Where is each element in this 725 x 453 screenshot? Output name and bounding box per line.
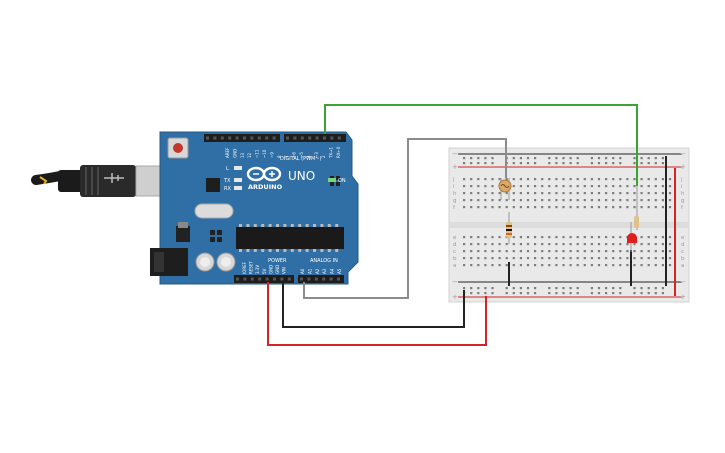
- rx-led: [234, 186, 242, 190]
- row-letter: g: [681, 198, 685, 204]
- tx-label: TX: [223, 178, 231, 184]
- rail-plus-bottom-left: +: [452, 293, 458, 301]
- wire-red[interactable]: [267, 282, 487, 346]
- digital-pin-label: RX←0: [336, 146, 341, 158]
- row-letter: a: [453, 263, 456, 269]
- l-label: L: [226, 166, 229, 172]
- row-letter: b: [681, 256, 685, 262]
- digital-pin-label: ~5: [299, 152, 304, 158]
- digital-pin-label: 2: [321, 155, 326, 158]
- analog-pin-label: A3: [322, 268, 327, 274]
- wire-gray[interactable]: [303, 138, 507, 299]
- row-letter: g: [453, 198, 457, 204]
- power-pin-label: 5V: [262, 268, 267, 274]
- row-letter: h: [453, 191, 457, 197]
- digital-pin-label: ~11: [255, 149, 260, 158]
- wire-black[interactable]: [282, 282, 465, 328]
- digital-pin-label: ~6: [292, 152, 297, 158]
- led-red[interactable]: [627, 186, 639, 252]
- arduino-logo-text: ARDUINO: [248, 183, 283, 191]
- analog-label: ANALOG IN: [310, 258, 338, 264]
- row-letter: e: [453, 235, 457, 241]
- row-letter: a: [681, 263, 684, 269]
- rail-minus-bottom-right: −: [680, 278, 686, 286]
- row-letter: d: [453, 242, 457, 248]
- row-letter: i: [453, 184, 455, 190]
- row-letter: j: [680, 177, 683, 183]
- wire-green[interactable]: [324, 104, 638, 186]
- tx-led: [234, 178, 242, 182]
- reset-button[interactable]: [173, 143, 183, 153]
- on-label: ON: [338, 178, 346, 184]
- row-letter: c: [453, 249, 456, 255]
- digital-label: DIGITAL (PWM~): [280, 156, 322, 162]
- board-model: UNO: [288, 169, 315, 183]
- rail-plus-top-right: +: [680, 163, 686, 171]
- row-letter: d: [681, 242, 685, 248]
- analog-pin-label: A2: [315, 268, 320, 274]
- digital-pin-label: AREF: [225, 147, 230, 158]
- icsp-header: [210, 230, 222, 242]
- crystal-oscillator: [194, 203, 234, 219]
- rail-plus-top-left: +: [452, 163, 458, 171]
- power-header[interactable]: [234, 275, 294, 283]
- photoresistor[interactable]: [498, 178, 512, 200]
- power-pin-label: IOREF: [242, 261, 247, 274]
- power-pin-label: GND: [275, 265, 280, 274]
- row-letter: c: [681, 249, 684, 255]
- row-letter: b: [453, 256, 457, 262]
- digital-pin-label: ~3: [314, 152, 319, 158]
- voltage-regulator: [176, 226, 190, 242]
- digital-pin-label: GND: [232, 149, 237, 158]
- power-pin-label: VIN: [282, 267, 287, 274]
- rail-minus-bottom-left: −: [452, 278, 458, 286]
- row-letter: e: [681, 235, 685, 241]
- row-letter: j: [452, 177, 455, 183]
- digital-pin-label: ~9: [269, 152, 274, 158]
- atmega-chip: [236, 227, 344, 249]
- arduino-infinity-logo-icon: [246, 166, 282, 182]
- digital-pin-label: 12: [247, 152, 252, 158]
- rail-plus-bottom-right: +: [680, 293, 686, 301]
- usb-plug-icon[interactable]: [31, 165, 171, 197]
- row-letter: h: [681, 191, 685, 197]
- on-led: [328, 178, 336, 182]
- digital-pin-label: 4: [306, 155, 311, 158]
- digital-pin-label: 7: [284, 155, 289, 158]
- row-letter: f: [681, 205, 684, 211]
- analog-header[interactable]: [298, 275, 344, 283]
- l-led: [234, 166, 242, 170]
- rail-minus-top-right: −: [680, 150, 686, 158]
- analog-pin-label: A5: [337, 268, 342, 274]
- digital-pin-label: 8: [277, 155, 282, 158]
- power-pin-label: 3.3V: [255, 265, 260, 274]
- resistor-1[interactable]: [506, 212, 512, 244]
- power-pin-label: RESET: [249, 261, 254, 274]
- rx-label: RX: [224, 186, 231, 192]
- rail-minus-top-left: −: [452, 150, 458, 158]
- digital-header-left[interactable]: [204, 134, 280, 142]
- power-label: POWER: [268, 258, 287, 264]
- power-pin-label: GND: [268, 265, 273, 274]
- analog-pin-label: A0: [300, 268, 305, 274]
- digital-pin-label: ~10: [262, 149, 267, 158]
- digital-pin-label: TX→1: [329, 146, 334, 159]
- analog-pin-label: A1: [307, 268, 312, 274]
- analog-pin-label: A4: [330, 268, 335, 274]
- row-letter: i: [681, 184, 683, 190]
- digital-header-right[interactable]: [284, 134, 346, 142]
- usb-chip: [206, 178, 220, 192]
- row-letter: f: [453, 205, 456, 211]
- digital-pin-label: 13: [240, 152, 245, 158]
